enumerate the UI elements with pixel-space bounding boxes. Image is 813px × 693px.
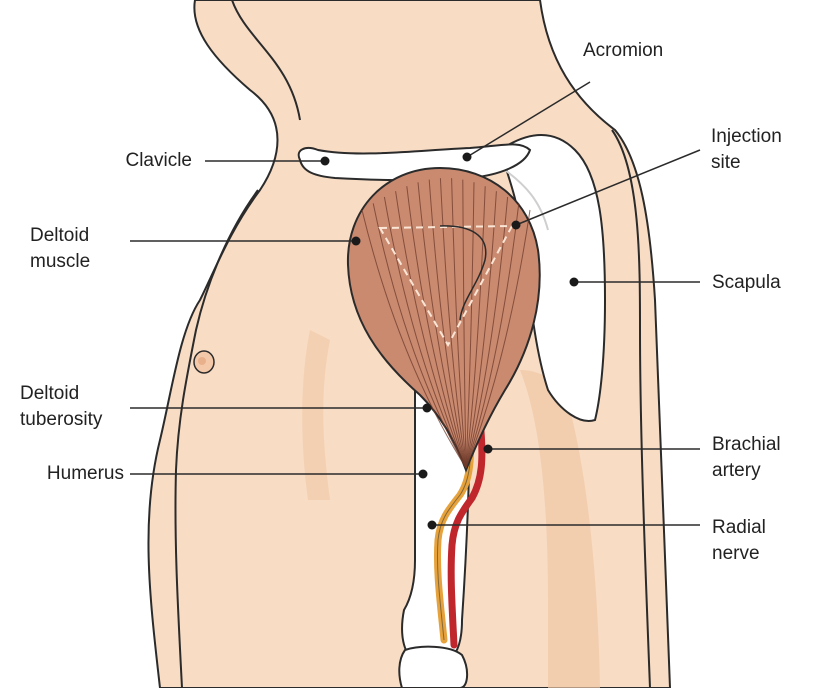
acromion-label: Acromion xyxy=(583,38,663,64)
deltoid-tuberosity-label: Deltoid tuberosity xyxy=(20,381,124,433)
deltoid-tuberosity-label-line2: tuberosity xyxy=(20,407,124,433)
injection-site-label-line2: site xyxy=(711,150,782,176)
deltoid-muscle-label: Deltoid muscle xyxy=(30,223,124,275)
brachial-artery-label-line2: artery xyxy=(712,458,781,484)
elbow-bone xyxy=(399,647,467,688)
clavicle-label: Clavicle xyxy=(100,148,192,174)
injection-site-label-line1: Injection xyxy=(711,124,782,150)
radial-nerve-label-line1: Radial xyxy=(712,515,766,541)
humerus-label: Humerus xyxy=(20,461,124,487)
acromion-label-text: Acromion xyxy=(583,38,663,64)
brachial-artery-label-line1: Brachial xyxy=(712,432,781,458)
radial-nerve-label: Radial nerve xyxy=(712,515,766,567)
scapula-label: Scapula xyxy=(712,270,781,296)
scapula-label-text: Scapula xyxy=(712,270,781,296)
clavicle-label-text: Clavicle xyxy=(100,148,192,174)
radial-nerve-label-line2: nerve xyxy=(712,541,766,567)
deltoid-muscle-label-line2: muscle xyxy=(30,249,124,275)
deltoid-muscle-label-line1: Deltoid xyxy=(30,223,124,249)
deltoid-tuberosity-label-line1: Deltoid xyxy=(20,381,124,407)
nipple-mark xyxy=(194,351,214,373)
injection-site-label: Injection site xyxy=(711,124,782,176)
humerus-label-text: Humerus xyxy=(20,461,124,487)
brachial-artery-label: Brachial artery xyxy=(712,432,781,484)
